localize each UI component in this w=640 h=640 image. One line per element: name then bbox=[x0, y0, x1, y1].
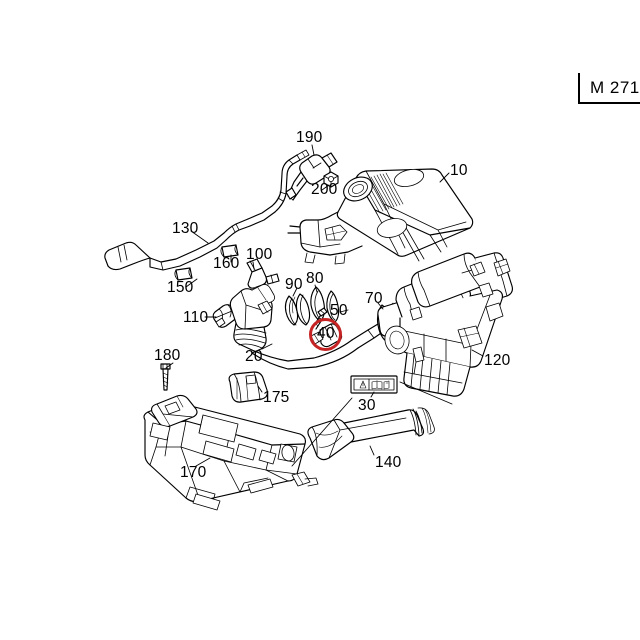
highlight-circle-part-40 bbox=[309, 318, 342, 351]
callout-30: 30 bbox=[358, 397, 376, 414]
callout-175: 175 bbox=[263, 389, 290, 406]
part-175-filter-element bbox=[228, 371, 269, 403]
part-110-retaining-clip bbox=[212, 304, 238, 328]
callout-20: 20 bbox=[245, 348, 263, 365]
callout-130: 130 bbox=[172, 220, 199, 237]
part-170-air-filter-housing bbox=[143, 394, 319, 511]
callout-50: 50 bbox=[330, 302, 348, 319]
part-10-engine-cover bbox=[287, 168, 474, 265]
callout-170: 170 bbox=[180, 464, 207, 481]
engine-code-box: M 271 bbox=[578, 73, 640, 104]
callout-80: 80 bbox=[306, 270, 324, 287]
callout-10: 10 bbox=[450, 162, 468, 179]
callout-150: 150 bbox=[167, 279, 194, 296]
part-200-mounting-nut bbox=[323, 171, 339, 188]
callout-70: 70 bbox=[365, 290, 383, 307]
part-80-o-ring bbox=[310, 286, 326, 322]
part-90-o-ring bbox=[284, 295, 299, 326]
part-90b-seal bbox=[295, 293, 311, 326]
callout-120: 120 bbox=[484, 352, 511, 369]
leader-lines bbox=[165, 144, 484, 467]
callout-190: 190 bbox=[296, 129, 323, 146]
callout-110: 110 bbox=[183, 309, 209, 326]
callout-90: 90 bbox=[285, 276, 303, 293]
part-30-warning-decal bbox=[350, 375, 398, 394]
part-140-air-intake-duct bbox=[307, 407, 435, 461]
callout-200: 200 bbox=[311, 181, 338, 198]
engine-code-label: M 271 bbox=[590, 77, 640, 97]
part-120-intake-manifold bbox=[377, 252, 514, 397]
callout-160: 160 bbox=[213, 255, 240, 272]
part-150-grommet bbox=[174, 267, 193, 281]
part-130-vacuum-hose bbox=[104, 149, 310, 271]
callout-180: 180 bbox=[154, 347, 181, 364]
callout-100: 100 bbox=[246, 246, 273, 263]
callout-140: 140 bbox=[375, 454, 402, 471]
part-180-screw bbox=[160, 363, 171, 391]
part-160-grommet bbox=[220, 244, 239, 258]
part-190-purge-valve bbox=[285, 152, 338, 201]
